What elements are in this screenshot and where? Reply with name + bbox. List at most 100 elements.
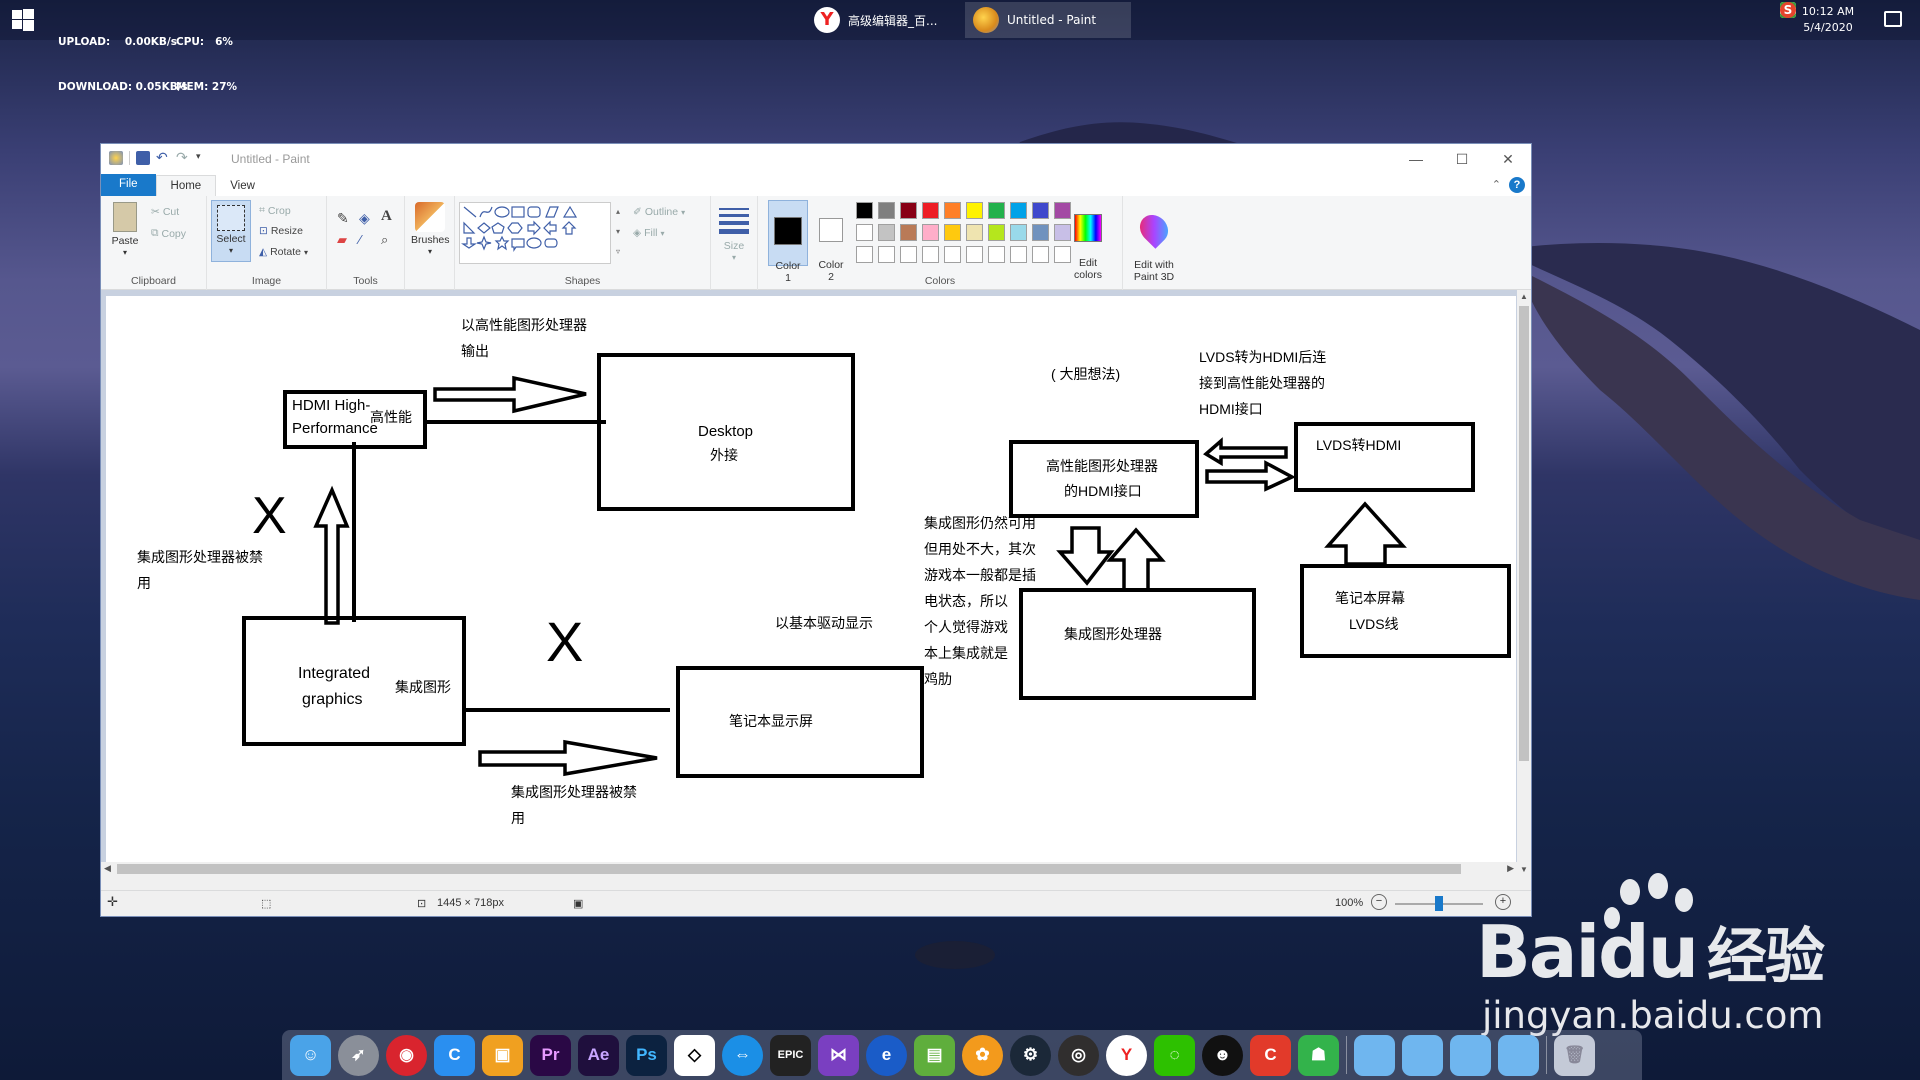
size-button[interactable]: Size▾ bbox=[715, 204, 753, 264]
color-swatch[interactable] bbox=[856, 224, 873, 241]
color-swatch[interactable] bbox=[1010, 224, 1027, 241]
qq-browser-icon[interactable]: C bbox=[434, 1034, 475, 1076]
color2-button[interactable]: Color 2 bbox=[812, 200, 850, 283]
color-swatch[interactable] bbox=[878, 224, 895, 241]
taskbar-app-yandex[interactable]: Y 高级编辑器_百... bbox=[806, 2, 945, 38]
yandex-icon[interactable]: Y bbox=[1106, 1034, 1147, 1076]
redo-icon[interactable]: ↷ bbox=[176, 149, 188, 165]
pencil-icon[interactable]: ✎ bbox=[337, 210, 349, 226]
edge-icon[interactable]: e bbox=[866, 1034, 907, 1076]
customize-dropdown-icon[interactable]: ▾ bbox=[196, 151, 201, 161]
undo-icon[interactable]: ↶ bbox=[156, 149, 168, 165]
color-swatch[interactable] bbox=[878, 246, 895, 263]
color-swatch[interactable] bbox=[900, 202, 917, 219]
minimize-button[interactable]: — bbox=[1409, 151, 1423, 167]
taskbar-app-paint[interactable]: Untitled - Paint bbox=[965, 2, 1131, 38]
color-swatch[interactable] bbox=[1032, 202, 1049, 219]
vertical-scroll-thumb[interactable] bbox=[1519, 306, 1529, 761]
bluestacks-icon[interactable]: ▤ bbox=[914, 1034, 955, 1076]
obs-icon[interactable]: ◎ bbox=[1058, 1034, 1099, 1076]
ccleaner-icon[interactable]: C bbox=[1250, 1034, 1291, 1076]
launchpad-rocket-icon[interactable]: ➶ bbox=[338, 1034, 379, 1076]
color-swatch[interactable] bbox=[988, 202, 1005, 219]
color-swatch[interactable] bbox=[966, 202, 983, 219]
remote-desktop-icon[interactable]: ▣ bbox=[482, 1034, 523, 1076]
tab-home[interactable]: Home bbox=[155, 175, 217, 196]
clock[interactable]: 10:12 AM 5/4/2020 bbox=[1798, 4, 1858, 36]
save-icon[interactable] bbox=[136, 151, 150, 165]
color-swatch[interactable] bbox=[900, 224, 917, 241]
zoom-in-button[interactable]: + bbox=[1495, 894, 1511, 910]
color-swatch[interactable] bbox=[922, 224, 939, 241]
teamviewer-icon[interactable]: ⇔ bbox=[722, 1034, 763, 1076]
epic-games-icon[interactable]: EPIC bbox=[770, 1034, 811, 1076]
color-swatch[interactable] bbox=[856, 246, 873, 263]
color-swatch[interactable] bbox=[1054, 246, 1071, 263]
color-swatch[interactable] bbox=[988, 246, 1005, 263]
vertical-scrollbar[interactable]: ▲ ▼ bbox=[1517, 290, 1531, 876]
help-icon[interactable]: ? bbox=[1509, 177, 1525, 193]
color-swatch[interactable] bbox=[1010, 246, 1027, 263]
color-swatch[interactable] bbox=[966, 224, 983, 241]
eraser-icon[interactable]: ▰ bbox=[337, 232, 347, 247]
folder-icon[interactable] bbox=[1402, 1034, 1443, 1076]
zoom-slider-thumb[interactable] bbox=[1435, 896, 1443, 911]
outline-button[interactable]: ✐Outline▾ bbox=[633, 206, 686, 218]
color-swatch[interactable] bbox=[878, 202, 895, 219]
color-swatch[interactable] bbox=[1032, 224, 1049, 241]
folder-icon[interactable] bbox=[1354, 1034, 1395, 1076]
zoom-out-button[interactable]: − bbox=[1371, 894, 1387, 910]
magnifier-icon[interactable]: ⌕ bbox=[381, 232, 389, 247]
edit-paint3d-button[interactable]: Edit with Paint 3D bbox=[1127, 200, 1181, 283]
rotate-button[interactable]: ◭Rotate▾ bbox=[259, 246, 309, 258]
collapse-ribbon-icon[interactable]: ⌃ bbox=[1491, 179, 1501, 191]
shapes-scroll-icon[interactable]: ▴▾▿ bbox=[615, 207, 620, 256]
copy-button[interactable]: ⧉Copy bbox=[151, 227, 186, 240]
folder-icon[interactable] bbox=[1450, 1034, 1491, 1076]
scroll-up-icon[interactable]: ▲ bbox=[1520, 292, 1528, 301]
shapes-gallery[interactable] bbox=[459, 202, 611, 264]
trash-icon[interactable]: 🗑 bbox=[1554, 1034, 1595, 1076]
color1-button[interactable]: Color 1 bbox=[768, 200, 808, 284]
green-app-icon[interactable]: ☗ bbox=[1298, 1034, 1339, 1076]
color-swatch[interactable] bbox=[856, 202, 873, 219]
maximize-button[interactable]: ☐ bbox=[1455, 151, 1469, 167]
edit-colors-button[interactable]: Edit colors bbox=[1068, 200, 1108, 281]
cut-button[interactable]: ✂Cut bbox=[151, 206, 179, 218]
sogou-icon[interactable]: S bbox=[1780, 2, 1796, 18]
text-tool-icon[interactable]: A bbox=[381, 208, 392, 224]
scroll-right-icon[interactable]: ▶ bbox=[1507, 863, 1514, 873]
notification-icon[interactable] bbox=[1884, 11, 1902, 27]
steam-icon[interactable]: ⚙ bbox=[1010, 1034, 1051, 1076]
photoshop-icon[interactable]: Ps bbox=[626, 1034, 667, 1076]
fill-button[interactable]: ◈Fill▾ bbox=[633, 227, 665, 239]
color-swatch[interactable] bbox=[1054, 224, 1071, 241]
color-swatch[interactable] bbox=[944, 224, 961, 241]
drawing-canvas[interactable]: 以高性能图形处理器 输出 HDMI High- Performance 高性能 … bbox=[106, 296, 1516, 862]
fill-bucket-icon[interactable]: ◈ bbox=[359, 210, 370, 226]
color-swatch[interactable] bbox=[922, 246, 939, 263]
netease-music-icon[interactable]: ◉ bbox=[386, 1034, 427, 1076]
windows-start-icon[interactable] bbox=[12, 9, 34, 31]
wechat-icon[interactable]: ◌ bbox=[1154, 1034, 1195, 1076]
horizontal-scrollbar[interactable]: ◀ ▶ bbox=[101, 862, 1517, 876]
color-swatch[interactable] bbox=[1010, 202, 1027, 219]
folder-icon[interactable] bbox=[1498, 1034, 1539, 1076]
color-swatch[interactable] bbox=[1054, 202, 1071, 219]
visual-studio-icon[interactable]: ⋈ bbox=[818, 1034, 859, 1076]
color-swatch[interactable] bbox=[900, 246, 917, 263]
premiere-pro-icon[interactable]: Pr bbox=[530, 1034, 571, 1076]
scroll-left-icon[interactable]: ◀ bbox=[104, 863, 111, 873]
color-swatch[interactable] bbox=[988, 224, 1005, 241]
fl-studio-icon[interactable]: ✿ bbox=[962, 1034, 1003, 1076]
paste-button[interactable]: Paste▾ bbox=[107, 202, 143, 259]
after-effects-icon[interactable]: Ae bbox=[578, 1034, 619, 1076]
color-swatch[interactable] bbox=[966, 246, 983, 263]
select-button[interactable]: Select▾ bbox=[211, 200, 251, 262]
finder-icon[interactable]: ☺ bbox=[290, 1034, 331, 1076]
color-swatch[interactable] bbox=[1032, 246, 1049, 263]
color-swatch[interactable] bbox=[944, 202, 961, 219]
horizontal-scroll-thumb[interactable] bbox=[117, 864, 1461, 874]
unity-icon[interactable]: ◇ bbox=[674, 1034, 715, 1076]
scroll-down-icon[interactable]: ▼ bbox=[1520, 865, 1528, 874]
